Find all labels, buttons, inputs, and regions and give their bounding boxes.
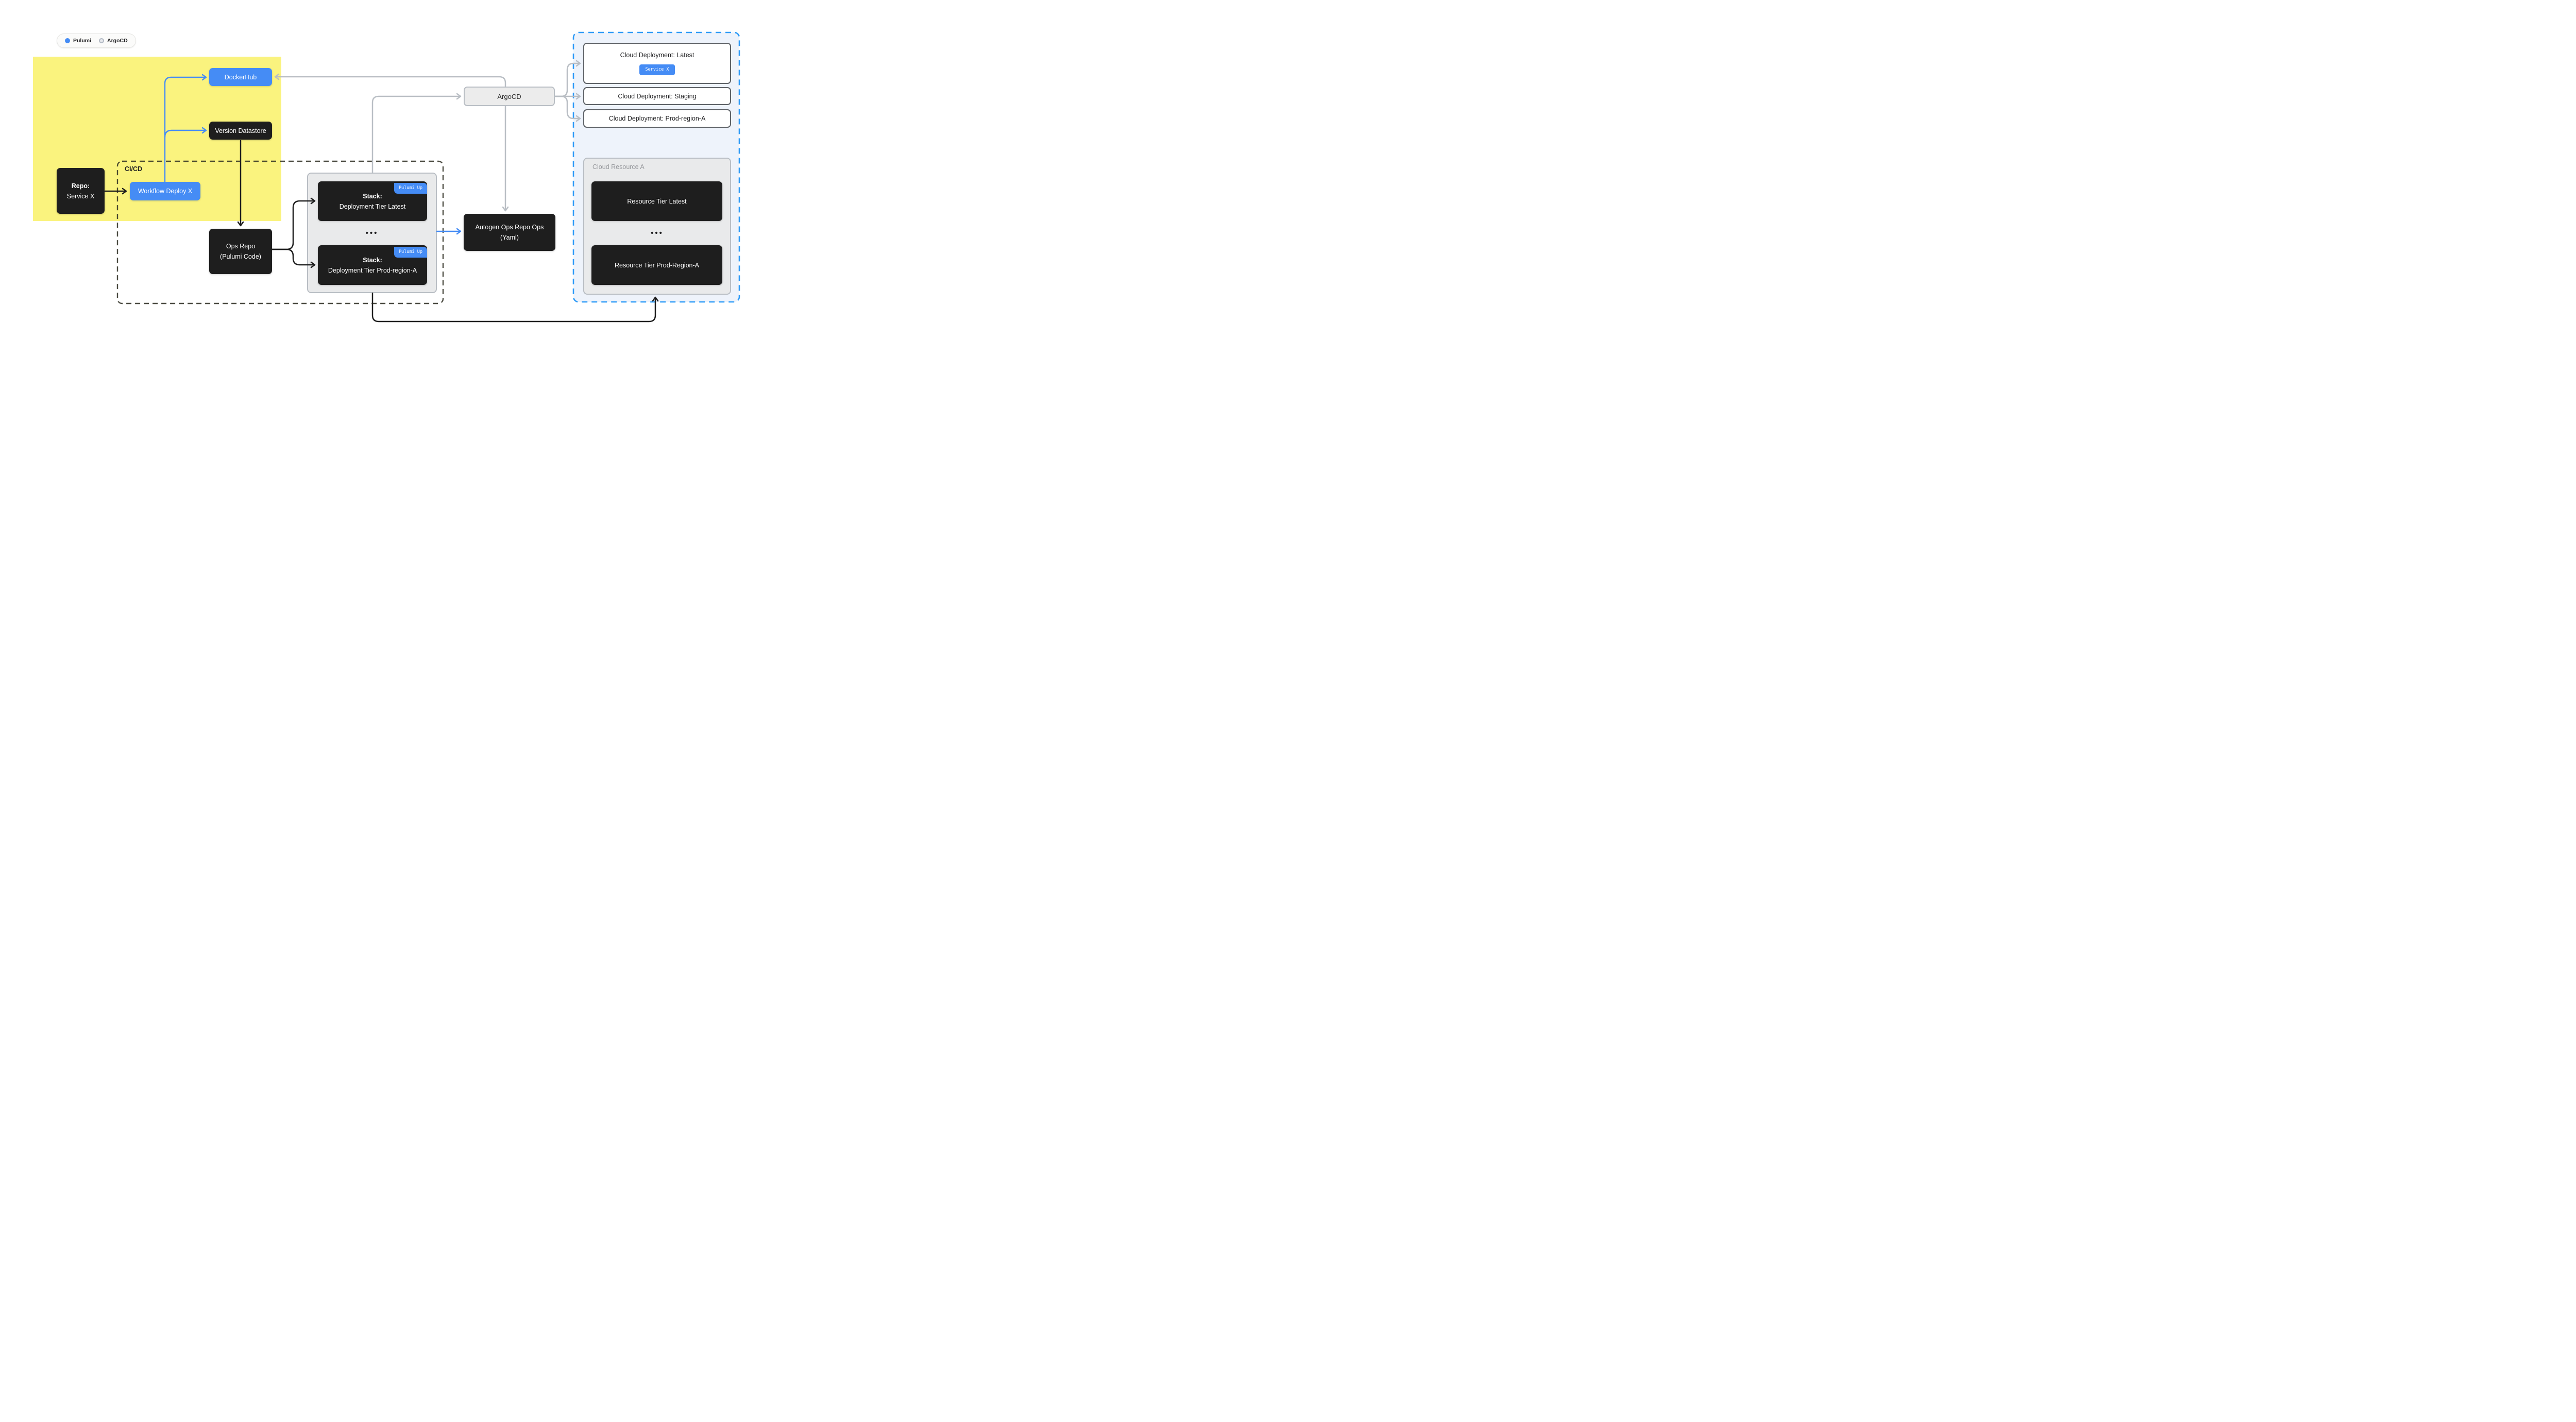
- node-cloud-deployment-staging: Cloud Deployment: Staging: [583, 87, 731, 105]
- node-label: DockerHub: [224, 73, 257, 81]
- node-stack-latest: Pulumi Up Stack: Deployment Tier Latest: [318, 181, 427, 221]
- node-subtitle: Deployment Tier Prod-region-A: [328, 266, 417, 274]
- pulumi-up-badge: Pulumi Up: [394, 183, 427, 194]
- legend-label: Pulumi: [73, 38, 92, 44]
- node-line1: Autogen Ops Repo Ops: [475, 224, 544, 231]
- node-label: Version Datastore: [215, 127, 266, 134]
- stacks-ellipsis: •••: [365, 229, 379, 238]
- node-subtitle: Deployment Tier Latest: [339, 202, 406, 210]
- pulumi-up-badge: Pulumi Up: [394, 247, 427, 258]
- node-stack-prod: Pulumi Up Stack: Deployment Tier Prod-re…: [318, 245, 427, 285]
- node-workflow-deploy: Workflow Deploy X: [130, 182, 200, 200]
- radio-selected-icon: [65, 38, 70, 43]
- legend-option-pulumi[interactable]: Pulumi: [65, 38, 91, 44]
- node-repo-service-x: Repo: Service X: [57, 168, 105, 214]
- node-cloud-deployment-prod: Cloud Deployment: Prod-region-A: [583, 109, 731, 128]
- legend-option-argocd[interactable]: ArgoCD: [99, 38, 128, 44]
- service-x-badge: Service X: [639, 64, 675, 75]
- node-title: Repo:: [71, 182, 90, 190]
- node-line2: (Yaml): [500, 234, 519, 241]
- node-label: Resource Tier Latest: [627, 197, 687, 205]
- node-version-datastore: Version Datastore: [209, 122, 272, 140]
- resource-ellipsis: •••: [651, 229, 664, 238]
- node-ops-repo: Ops Repo (Pulumi Code): [209, 229, 272, 274]
- diagram-canvas: Pulumi ArgoCD CI/CD Cloud Resource A Rep…: [0, 0, 769, 356]
- node-autogen-ops: Autogen Ops Repo Ops (Yaml): [464, 214, 555, 251]
- node-label: ArgoCD: [497, 92, 521, 100]
- node-dockerhub: DockerHub: [209, 68, 272, 86]
- tool-legend: Pulumi ArgoCD: [57, 33, 136, 48]
- node-resource-tier-prod: Resource Tier Prod-Region-A: [591, 245, 722, 285]
- node-line2: (Pulumi Code): [220, 253, 261, 260]
- node-cloud-deployment-latest: Cloud Deployment: Latest Service X: [583, 43, 731, 84]
- arrow-stacks-to-argocd: [371, 93, 462, 174]
- node-resource-tier-latest: Resource Tier Latest: [591, 181, 722, 221]
- node-title: Stack:: [363, 192, 382, 200]
- node-subtitle: Service X: [66, 192, 95, 200]
- arrow-argocd-to-dockerhub: [274, 73, 506, 88]
- node-label: Workflow Deploy X: [138, 188, 193, 195]
- node-label: Cloud Deployment: Prod-region-A: [608, 115, 706, 122]
- node-argocd: ArgoCD: [464, 87, 555, 106]
- node-label: Cloud Deployment: Staging: [618, 92, 697, 100]
- cloud-resource-label: Cloud Resource A: [592, 163, 645, 171]
- cicd-region-label: CI/CD: [125, 165, 143, 173]
- node-label: Resource Tier Prod-Region-A: [615, 261, 699, 269]
- legend-label: ArgoCD: [107, 38, 128, 44]
- node-title: Stack:: [363, 256, 382, 264]
- node-line1: Ops Repo: [226, 243, 256, 250]
- node-label: Cloud Deployment: Latest: [620, 52, 694, 59]
- radio-unselected-icon: [99, 38, 105, 43]
